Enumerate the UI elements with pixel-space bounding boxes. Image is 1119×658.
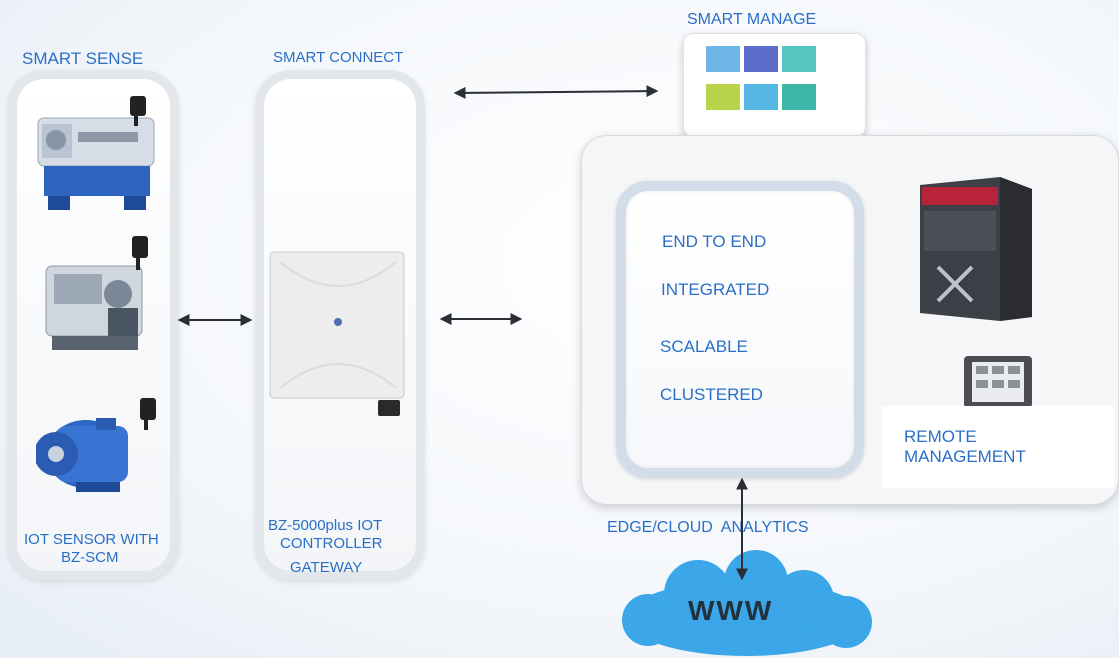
iot-sensor-label-line2: BZ-SCM — [61, 549, 119, 566]
tablet-dashboard-icon — [683, 33, 866, 137]
remote-label-line1: REMOTE — [904, 427, 977, 446]
machine-tool-icon — [45, 236, 148, 350]
smart-connect-title: SMART CONNECT — [273, 49, 404, 66]
gateway-label-line1: BZ-5000plus IOT — [268, 517, 383, 534]
gateway-label-line2: CONTROLLER — [280, 535, 383, 552]
gateway-label-line3: GATEWAY — [290, 559, 363, 576]
arrow-connect-manage — [453, 85, 659, 99]
iot-sensor-label-line1: IOT SENSOR WITH — [24, 531, 159, 548]
smart-manage-title: SMART MANAGE — [687, 11, 817, 28]
smart-sense-title: SMART SENSE — [22, 49, 144, 68]
electric-motor-icon — [36, 398, 156, 492]
features-card — [616, 181, 864, 478]
gateway-device-icon — [269, 251, 405, 416]
feature-scalable: SCALABLE — [660, 337, 748, 356]
feature-end-to-end: END TO END — [662, 232, 767, 251]
cloud-icon — [622, 550, 872, 656]
server-rack-icon — [920, 177, 1032, 321]
remote-tablet-icon — [964, 356, 1032, 408]
lathe-machine-icon — [37, 96, 155, 210]
remote-label-line2: MANAGEMENT — [904, 447, 1026, 466]
feature-clustered: CLUSTERED — [660, 385, 763, 404]
feature-integrated: INTEGRATED — [661, 280, 770, 299]
remote-management-box — [882, 406, 1114, 488]
cloud-www-label: WWW — [688, 595, 774, 626]
